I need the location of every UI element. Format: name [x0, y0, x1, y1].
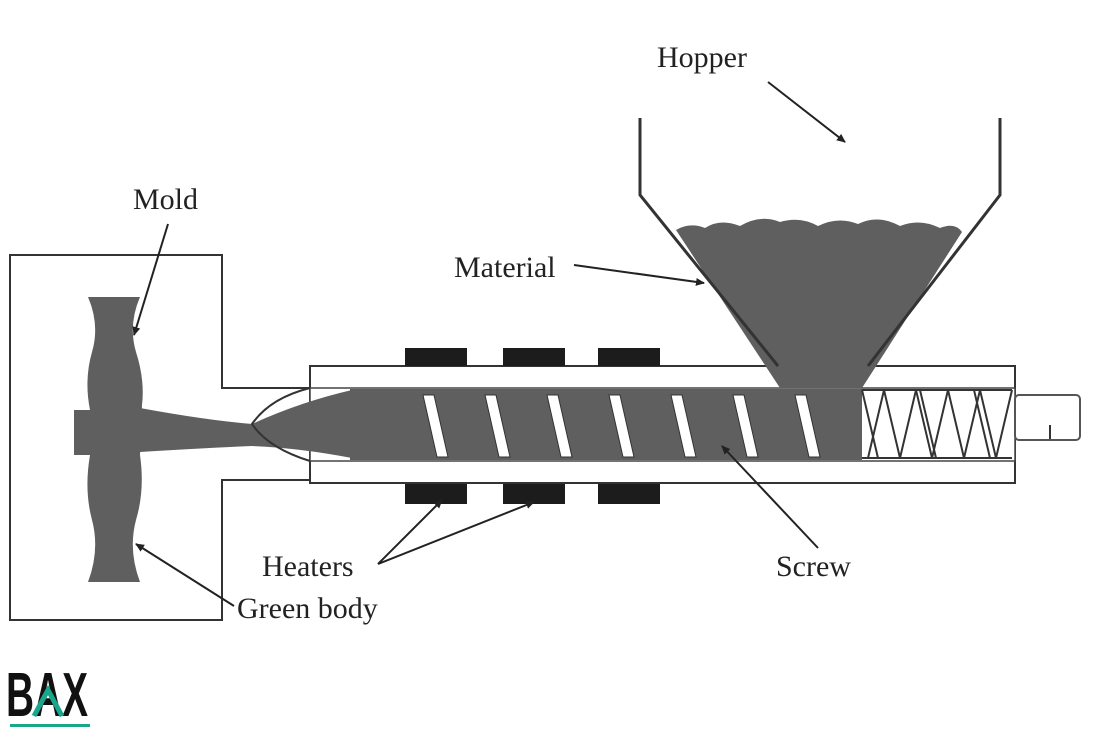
hopper-outline [638, 118, 1002, 367]
label-mold: Mold [133, 183, 198, 216]
label-material: Material [454, 251, 556, 284]
bax-logo: BAX [6, 661, 90, 730]
runner [140, 390, 352, 458]
arrow-hopper [767, 81, 846, 143]
heater-top-3 [598, 348, 660, 366]
arrow-mold [132, 223, 169, 336]
label-green-body: Green body [237, 592, 378, 625]
arrow-green-body [135, 543, 235, 607]
heater-top-1 [405, 348, 467, 366]
green-body [74, 297, 143, 582]
heaters [405, 348, 660, 504]
heater-bottom-2 [503, 484, 565, 504]
nozzle-curve [250, 387, 311, 462]
arrow-heaters-2 [377, 501, 535, 565]
screw-flights-filled [422, 394, 821, 458]
heater-bottom-1 [405, 484, 467, 504]
arrow-heaters-1 [377, 499, 443, 565]
heater-top-2 [503, 348, 565, 366]
label-screw: Screw [776, 550, 851, 583]
logo-caption-line [10, 724, 90, 727]
drive-shaft [1014, 394, 1081, 441]
leader-arrows [132, 81, 846, 607]
logo-accent-mark [31, 684, 65, 718]
arrow-material [573, 264, 705, 286]
heater-bottom-3 [598, 484, 660, 504]
label-hopper: Hopper [657, 41, 747, 74]
arrow-screw [721, 445, 819, 549]
label-heaters: Heaters [262, 550, 354, 583]
screw-empty-section [861, 389, 1013, 459]
hopper-material [676, 218, 962, 388]
